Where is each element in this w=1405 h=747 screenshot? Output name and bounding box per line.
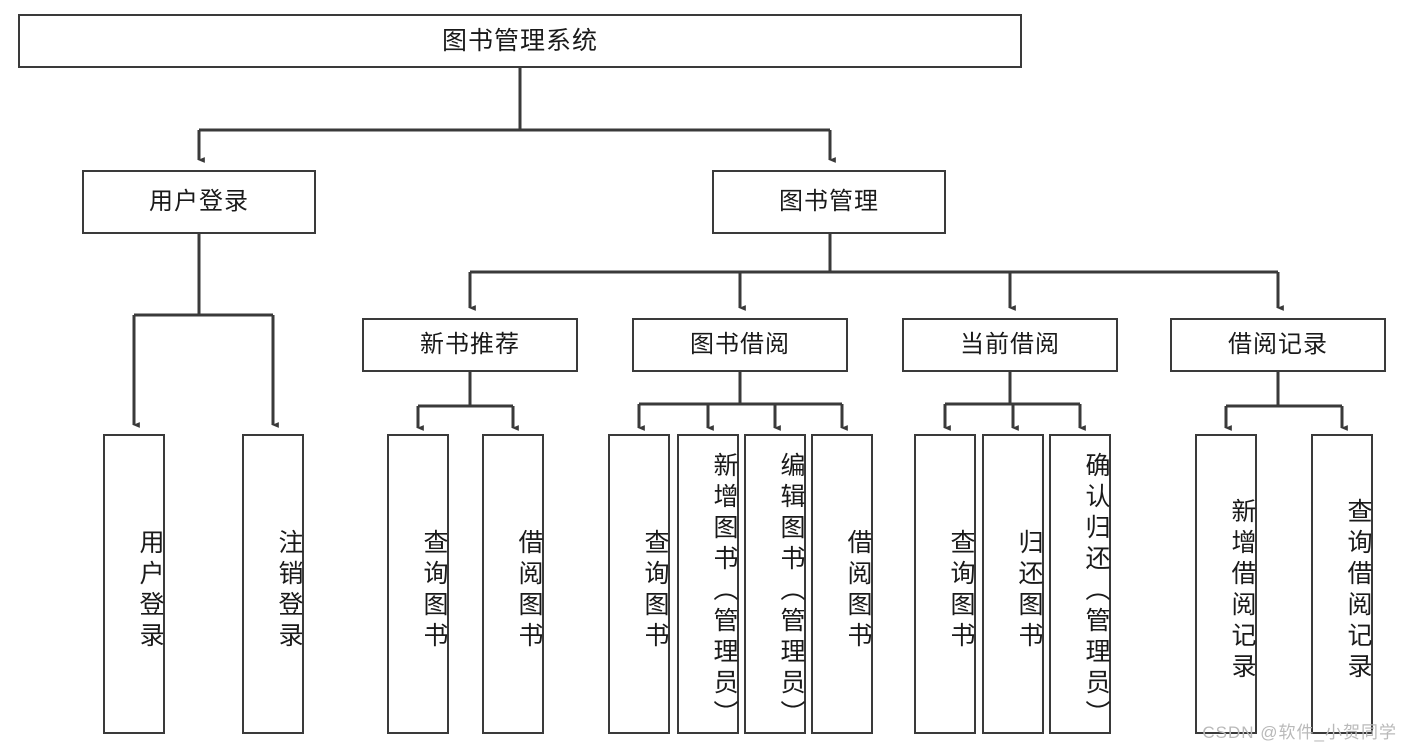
node-leaf-query-record[interactable]: 查询借阅记录 [1311,434,1373,734]
node-leaf-borrow-book-1[interactable]: 借阅图书 [482,434,544,734]
node-label: 归还图书 [1015,529,1043,653]
node-label: 当前借阅 [960,330,1060,358]
node-leaf-query-book-2[interactable]: 查询图书 [608,434,670,734]
node-leaf-return-book[interactable]: 归还图书 [982,434,1044,734]
node-new-book-recommend[interactable]: 新书推荐 [362,318,578,372]
node-leaf-add-book[interactable]: 新增图书（管理员） [677,434,739,734]
node-leaf-user-login[interactable]: 用户登录 [103,434,165,734]
node-label: 用户登录 [149,187,249,215]
node-label: 查询图书 [420,529,448,653]
node-label: 借阅图书 [844,529,872,653]
node-label: 图书管理 [779,187,879,215]
node-current-borrow[interactable]: 当前借阅 [902,318,1118,372]
node-leaf-query-book-3[interactable]: 查询图书 [914,434,976,734]
node-label: 用户登录 [136,529,164,653]
node-leaf-borrow-book-2[interactable]: 借阅图书 [811,434,873,734]
node-label: 确认归还（管理员） [1082,451,1110,731]
node-label: 新书推荐 [420,330,520,358]
node-label: 查询图书 [947,529,975,653]
node-leaf-query-book-1[interactable]: 查询图书 [387,434,449,734]
node-label: 编辑图书（管理员） [777,451,805,731]
node-label: 借阅记录 [1228,330,1328,358]
node-label: 借阅图书 [515,529,543,653]
node-label: 注销登录 [275,529,303,653]
node-label: 查询图书 [641,529,669,653]
node-leaf-user-logout[interactable]: 注销登录 [242,434,304,734]
node-leaf-edit-book[interactable]: 编辑图书（管理员） [744,434,806,734]
node-borrow-record[interactable]: 借阅记录 [1170,318,1386,372]
node-label: 新增图书（管理员） [710,451,738,731]
watermark: CSDN @软件_小贺同学 [1202,723,1397,742]
node-label: 查询借阅记录 [1344,498,1372,684]
node-root-system[interactable]: 图书管理系统 [18,14,1022,68]
node-leaf-confirm-return[interactable]: 确认归还（管理员） [1049,434,1111,734]
node-label: 图书管理系统 [441,27,598,55]
node-book-borrow[interactable]: 图书借阅 [632,318,848,372]
node-book-management[interactable]: 图书管理 [712,170,946,234]
node-user-login[interactable]: 用户登录 [82,170,316,234]
node-label: 图书借阅 [690,330,790,358]
node-label: 新增借阅记录 [1228,498,1256,684]
node-leaf-add-record[interactable]: 新增借阅记录 [1195,434,1257,734]
